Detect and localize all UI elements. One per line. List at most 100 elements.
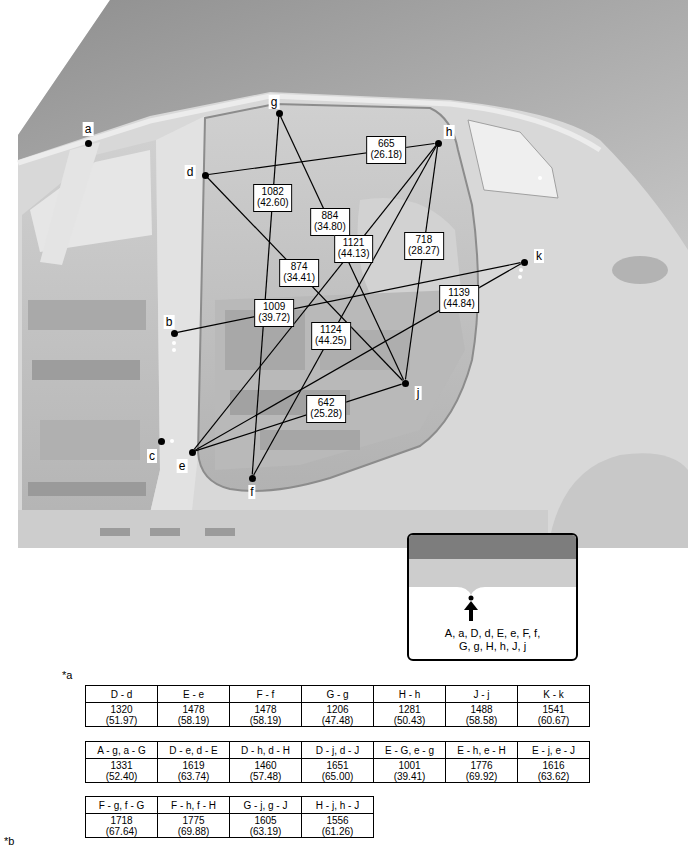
table-text: G - g xyxy=(326,689,348,700)
table-text: H - h xyxy=(399,689,421,700)
point-letter-holder: g xyxy=(269,92,280,110)
table-header-cell: D - d xyxy=(85,685,158,703)
point-letter-holder: c xyxy=(147,446,157,464)
point-letter-holder: d xyxy=(185,162,196,180)
point-letter: h xyxy=(444,125,455,139)
table-text: 1478 (58.19) xyxy=(250,704,282,726)
table-text: J - j xyxy=(473,689,489,700)
dimension-value: 1124 (44.25) xyxy=(315,324,347,346)
front-floor-detail xyxy=(32,360,140,380)
measure-point: b xyxy=(171,330,178,337)
rear-floor-detail xyxy=(260,430,360,450)
dimension-value: 1009 (39.72) xyxy=(258,301,290,323)
table-header-cell: D - h, d - H xyxy=(229,741,302,759)
point-letter-holder: a xyxy=(83,119,94,137)
dimension-value: 874 (34.41) xyxy=(283,261,315,283)
hole-detail-picture xyxy=(409,535,576,625)
table-text: 1616 (63.62) xyxy=(538,760,570,782)
body-hole xyxy=(172,348,176,352)
table-header-cell: E - G, e - g xyxy=(373,741,446,759)
hole-list-text: A, a, D, d, E, e, F, f, G, g, H, h, J, j xyxy=(439,627,547,653)
table-value-cell: 1541 (60.67) xyxy=(517,702,590,727)
figure-marker: *b xyxy=(4,831,14,849)
table-header-cell: G - g xyxy=(301,685,374,703)
table-text: 1460 (57.48) xyxy=(250,760,282,782)
table-text: A - g, a - G xyxy=(97,745,145,756)
table-text: E - j, e - J xyxy=(532,745,575,756)
table-value-cell: 1320 (51.97) xyxy=(85,702,158,727)
dimension-value: 1139 (44.84) xyxy=(443,287,475,309)
point-letter-holder: f xyxy=(248,482,255,500)
point-letter: g xyxy=(269,95,280,109)
point-letter-holder: j xyxy=(415,383,422,401)
pointer-arrow xyxy=(464,601,478,610)
table-text: E - G, e - g xyxy=(385,745,434,756)
table-text: F - h, f - H xyxy=(171,800,216,811)
rocker-slot xyxy=(100,528,130,536)
table-header-cell: J - j xyxy=(445,685,518,703)
table-header-cell: G - j, g - J xyxy=(229,796,302,814)
table-header-cell: K - k xyxy=(517,685,590,703)
table-text: D - d xyxy=(111,689,133,700)
table-text: D - h, d - H xyxy=(241,745,290,756)
dimension-line xyxy=(195,384,401,451)
panel-band xyxy=(409,535,576,559)
marker-text: *a xyxy=(62,670,72,681)
dimension-box: 1124 (44.25) xyxy=(311,322,351,350)
table-value-cell: 1616 (63.62) xyxy=(517,758,590,783)
point-letter-holder: b xyxy=(164,312,175,330)
measure-point: c xyxy=(158,438,165,445)
dimension-value: 665 (26.18) xyxy=(370,138,402,160)
table-text: 1619 (63.74) xyxy=(178,760,210,782)
table-value-cell: 1460 (57.48) xyxy=(229,758,302,783)
body-hole xyxy=(538,176,542,180)
b-pillar xyxy=(142,116,205,548)
measure-point: e xyxy=(189,449,196,456)
table-text: 1488 (58.58) xyxy=(466,704,498,726)
table-text: 1651 (65.00) xyxy=(322,760,354,782)
table-value-cell: 1556 (61.26) xyxy=(301,813,374,838)
front-floor-detail xyxy=(40,420,140,460)
measure-point: g xyxy=(276,110,283,117)
table-text: E - e xyxy=(183,689,204,700)
dimension-value: 884 (34.80) xyxy=(314,210,346,232)
table-value-cell: 1619 (63.74) xyxy=(157,758,230,783)
table-text: 1206 (47.48) xyxy=(322,704,354,726)
quarter-window xyxy=(468,120,558,198)
table-text: D - e, d - E xyxy=(169,745,217,756)
point-letter-holder: h xyxy=(444,122,455,140)
table-text: 1320 (51.97) xyxy=(106,704,138,726)
table-value-cell: 1651 (65.00) xyxy=(301,758,374,783)
rear-door-opening xyxy=(198,104,478,491)
body-hole xyxy=(170,439,174,443)
measure-point: f xyxy=(249,475,256,482)
table-value-cell: 1478 (58.19) xyxy=(229,702,302,727)
dimension-line xyxy=(252,116,278,474)
tail-lamp-recess xyxy=(612,256,668,284)
dimension-line xyxy=(254,146,437,475)
measure-point: a xyxy=(85,140,92,147)
table-header-cell: F - g, f - G xyxy=(85,796,158,814)
measure-point: k xyxy=(521,259,528,266)
table-header-cell: F - h, f - H xyxy=(157,796,230,814)
dimension-box: 884 (34.80) xyxy=(310,208,350,236)
table-value-cell: 1001 (39.41) xyxy=(373,758,446,783)
dimension-box: 1082 (42.60) xyxy=(253,184,293,212)
rocker-slot xyxy=(205,528,235,536)
table-value-cell: 1718 (67.64) xyxy=(85,813,158,838)
dimension-box: 1009 (39.72) xyxy=(254,299,294,327)
table-value-cell: 1206 (47.48) xyxy=(301,702,374,727)
point-letter: b xyxy=(164,315,175,329)
dimension-value: 642 (25.28) xyxy=(310,397,342,419)
front-door-opening xyxy=(22,140,160,548)
table-header-cell: H - j, h - J xyxy=(301,796,374,814)
table-header-cell: E - j, e - J xyxy=(517,741,590,759)
table-header-cell: E - h, e - H xyxy=(445,741,518,759)
table-text: 1281 (50.43) xyxy=(394,704,426,726)
table-header-cell: D - e, d - E xyxy=(157,741,230,759)
table-value-cell: 1488 (58.58) xyxy=(445,702,518,727)
table-text: F - g, f - G xyxy=(99,800,145,811)
dimension-line xyxy=(194,146,436,450)
table-text: 1776 (69.92) xyxy=(466,760,498,782)
